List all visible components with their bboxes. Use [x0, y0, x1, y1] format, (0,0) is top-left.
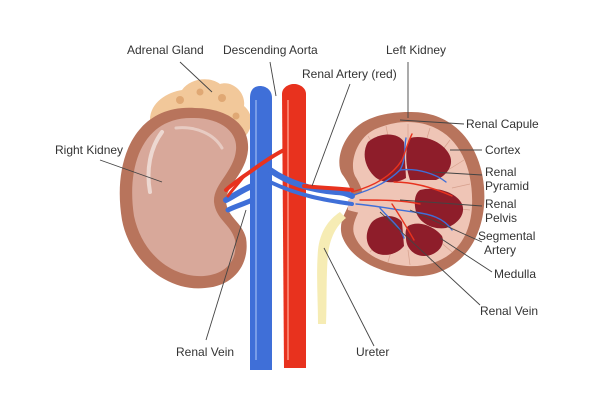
- label-renal-pyramid-1: Renal: [485, 165, 516, 179]
- renal-pyramids: [364, 134, 464, 256]
- descending-aorta: [282, 84, 306, 368]
- intrarenal-vessels: [349, 133, 453, 241]
- label-renal-vein-right: Renal Vein: [176, 345, 234, 359]
- label-renal-pyramid-2: Pyramid: [485, 179, 529, 193]
- right-kidney: [119, 107, 249, 289]
- label-right-kidney: Right Kidney: [55, 143, 123, 157]
- label-ureter: Ureter: [356, 345, 389, 359]
- label-renal-vein-left: Renal Vein: [480, 304, 538, 318]
- label-adrenal-gland: Adrenal Gland: [127, 43, 204, 57]
- label-renal-artery: Renal Artery (red): [302, 67, 397, 81]
- label-renal-pelvis-1: Renal: [485, 197, 516, 211]
- leader-lines: [99, 61, 493, 347]
- label-renal-pelvis-2: Pelvis: [485, 211, 517, 225]
- renal-vessels: [223, 148, 355, 213]
- label-descending-aorta: Descending Aorta: [223, 43, 318, 57]
- labels: Adrenal Gland Descending Aorta Left Kidn…: [55, 43, 539, 359]
- label-cortex: Cortex: [485, 143, 520, 157]
- ureter: [317, 212, 346, 324]
- label-segmental-artery-2: Artery: [484, 243, 516, 257]
- label-renal-capule: Renal Capule: [466, 117, 539, 131]
- left-kidney: [339, 111, 485, 277]
- vena-cava: [250, 86, 272, 370]
- label-left-kidney: Left Kidney: [386, 43, 446, 57]
- label-segmental-artery-1: Segmental: [478, 229, 535, 243]
- label-medulla: Medulla: [494, 267, 536, 281]
